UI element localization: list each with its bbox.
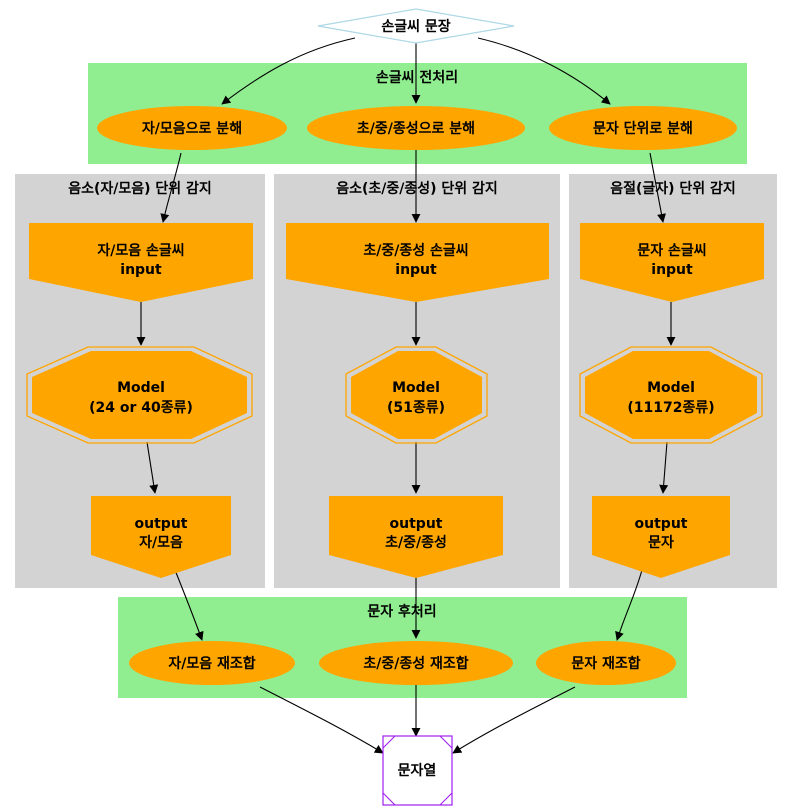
jamo-split-label: 자/모음으로 분해 [142,121,242,137]
syllable-model-octagon-outer [579,346,763,444]
syllable-output-label-line2: 문자 [648,535,674,551]
preprocess-cluster-title: 손글씨 전처리 [376,69,458,86]
final-node [382,735,453,806]
chojungjong-output-label-line2: 초/중/종성 [385,535,447,551]
syllable-input-label-line2: input [651,262,693,278]
chojungjong-split-label: 초/중/종성으로 분해 [357,121,475,137]
chojungjong-recombine-label: 초/중/종성 재조합 [363,655,468,672]
syllable-split-node [549,106,737,150]
syllable-output-node [592,496,730,578]
edge-syllable-model-to-output [659,441,669,494]
syllable-model-label-line2: (11172종류) [627,400,714,416]
jamo-model-node [32,351,247,439]
syllable-recombine-node [536,641,676,685]
edge-root-to-syllable-split [477,37,611,105]
root-diamond-node [317,8,515,44]
jamo-input-label-line2: input [120,262,162,278]
jamo-recombine-node [129,641,295,685]
root-label: 손글씨 문장 [381,18,450,35]
jamo-model-label-line2: (24 or 40종류) [89,400,193,416]
jamo-output-label-line1: output [135,516,188,532]
postprocess-cluster-title: 문자 후처리 [367,604,436,620]
edge-syllable-recombine-to-final [452,686,576,754]
chojungjong-input-label-line1: 초/중/종성 손글씨 [363,243,468,259]
syllable-split-label: 문자 단위로 분해 [593,120,693,137]
syllable-input-label-line1: 문자 손글씨 [637,243,706,259]
jamo-input-label-line1: 자/모음 손글씨 [97,243,184,259]
jamo-output-node [91,496,231,578]
syllable-model-label-line1: Model [647,380,695,396]
jamo-output-label-line2: 자/모음 [139,535,183,551]
edge-syllable-output-to-recombine [615,569,643,641]
edge-root-to-jamo-split [221,37,356,105]
chojungjong-input-label-line2: input [395,262,437,278]
edge-jamo-output-to-recombine [174,569,204,641]
chojungjong-output-node [329,496,503,578]
jamo-recombine-label: 자/모음 재조합 [168,655,255,672]
cluster-title-jamo: 음소(자/모음) 단위 감지 [68,180,212,197]
chojungjong-recombine-node [319,641,513,685]
jamo-model-octagon-outer [26,346,253,444]
chojungjong-input-node [286,223,549,302]
chojungjong-split-node [307,106,525,150]
edge-syllable-split-to-input [649,152,666,223]
edge-jamo-model-to-output [146,441,159,494]
final-node-corner-ticks [382,735,453,806]
edge-jamo-split-to-input [160,152,182,223]
final-label: 문자열 [398,762,437,779]
syllable-recombine-label: 문자 재조합 [571,655,640,672]
chojungjong-model-node [351,351,482,439]
jamo-model-label-line1: Model [117,380,165,396]
jamo-input-node [29,223,253,302]
syllable-input-node [580,223,764,302]
chojungjong-model-label-line1: Model [392,380,440,396]
chojungjong-model-octagon-outer [345,346,488,444]
syllable-model-node [585,351,757,439]
cluster-title-chojungjong: 음소(초/중/종성) 단위 감지 [336,180,498,197]
syllable-output-label-line1: output [635,516,688,532]
edge-jamo-recombine-to-final [259,686,384,754]
cluster-title-syllable: 음절(글자) 단위 감지 [610,180,736,197]
jamo-split-node [97,106,287,150]
chojungjong-model-label-line2: (51종류) [387,400,445,416]
chojungjong-output-label-line1: output [390,516,443,532]
